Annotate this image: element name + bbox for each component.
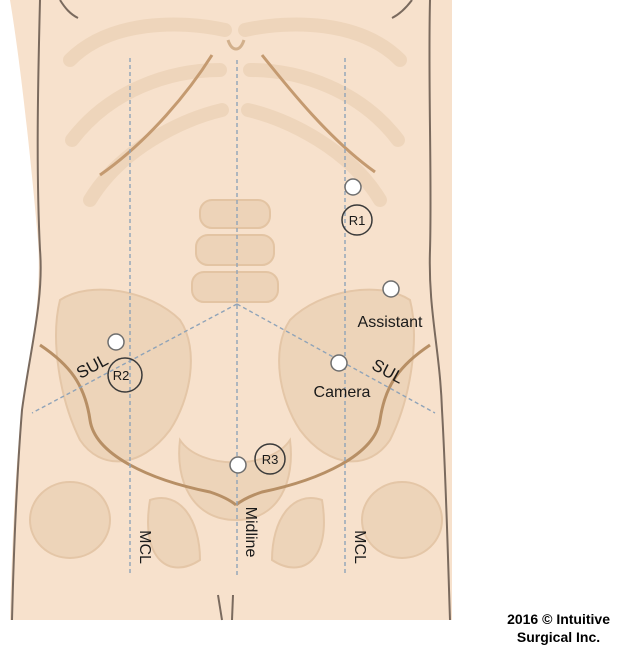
port-r1-label: R1 — [349, 213, 366, 228]
midline-label: Midline — [242, 507, 259, 558]
port-r2-label: R2 — [113, 368, 130, 383]
mcl-right-label: MCL — [351, 530, 368, 564]
thigh-gap-right — [232, 595, 233, 620]
copyright-line-1: 2016 © Intuitive — [507, 610, 610, 628]
port-camera-label: Camera — [314, 384, 371, 401]
port-assistant-dot — [383, 281, 399, 297]
mcl-left-label: MCL — [136, 530, 153, 564]
lumbar-spine — [192, 200, 278, 302]
copyright-notice: 2016 © Intuitive Surgical Inc. — [507, 610, 610, 646]
port-camera-dot — [331, 355, 347, 371]
port-assistant-label: Assistant — [358, 314, 423, 331]
port-r3-dot — [230, 457, 246, 473]
port-r2-dot — [108, 334, 124, 350]
port-r1-dot — [345, 179, 361, 195]
copyright-line-2: Surgical Inc. — [507, 628, 610, 646]
port-r3-label: R3 — [262, 452, 279, 467]
